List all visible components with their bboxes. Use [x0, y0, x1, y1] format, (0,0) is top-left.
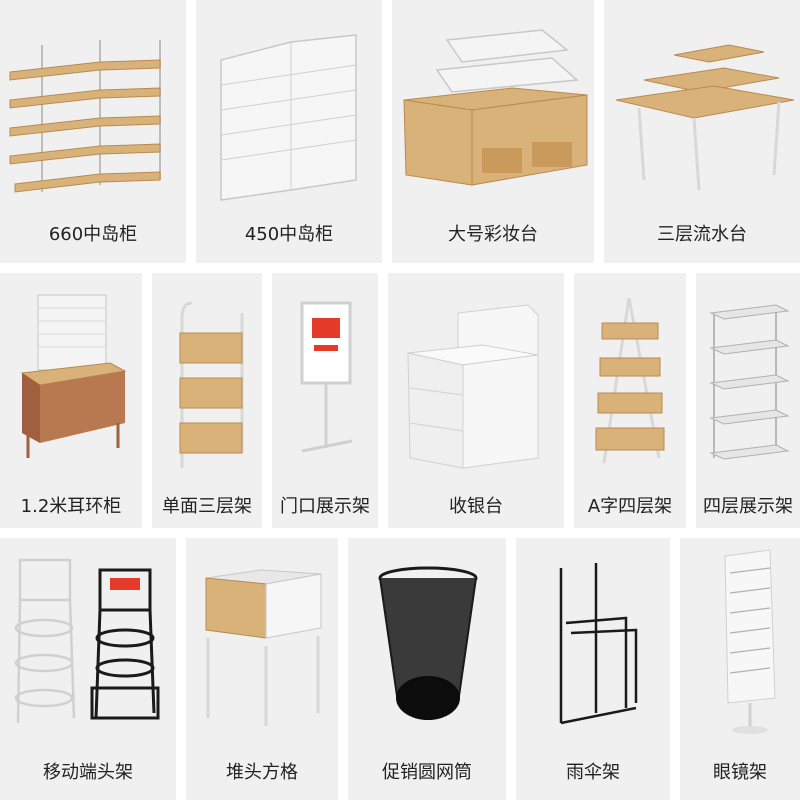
product-label: 大号彩妆台 [448, 224, 538, 245]
product-label: 660中岛柜 [48, 224, 138, 245]
product-card-stack-grid[interactable]: 堆头方格 [186, 538, 338, 800]
product-label: 促销圆网筒 [382, 762, 472, 783]
product-card-door-display[interactable]: 门口展示架 [272, 273, 378, 528]
product-label: 单面三层架 [162, 496, 252, 517]
product-label: 1.2米耳环柜 [20, 496, 122, 517]
product-label: 雨伞架 [566, 762, 620, 783]
product-label: 四层展示架 [703, 496, 793, 517]
earring-cabinet-icon [20, 294, 127, 458]
product-card-glasses[interactable]: 眼镜架 [680, 538, 800, 800]
vanity-table-icon [403, 29, 588, 186]
rack-icon [220, 34, 357, 201]
product-label: 移动端头架 [43, 762, 133, 783]
product-card-umbrella[interactable]: 雨伞架 [516, 538, 670, 800]
wire-shelf-icon [709, 304, 790, 460]
product-card-660-island[interactable]: 660中岛柜 [0, 0, 186, 263]
product-card-vanity[interactable]: 大号彩妆台 [392, 0, 594, 263]
sign-stand-icon [300, 301, 353, 453]
product-label: A字四层架 [587, 496, 673, 517]
product-card-earring-cabinet[interactable]: 1.2米耳环柜 [0, 273, 142, 528]
product-label: 眼镜架 [713, 762, 767, 783]
product-card-four-tier[interactable]: 四层展示架 [696, 273, 800, 528]
product-card-single-three-tier[interactable]: 单面三层架 [152, 273, 262, 528]
shelf-icon [9, 40, 161, 193]
round-mesh-bin-icon [378, 566, 478, 720]
product-card-a-frame[interactable]: A字四层架 [574, 273, 686, 528]
product-card-three-tier-table[interactable]: 三层流水台 [604, 0, 800, 263]
tiered-table-icon [615, 44, 795, 191]
product-label: 收银台 [449, 496, 503, 517]
product-label: 450中岛柜 [244, 224, 334, 245]
product-card-round-mesh[interactable]: 促销圆网筒 [348, 538, 506, 800]
glasses-stand-icon [724, 549, 776, 734]
product-card-cashier[interactable]: 收银台 [388, 273, 564, 528]
umbrella-rack-icon [559, 563, 638, 725]
basket-rack-icon [179, 301, 244, 468]
product-label: 堆头方格 [226, 762, 298, 783]
product-card-450-island[interactable]: 450中岛柜 [196, 0, 382, 263]
mobile-rack-icon [14, 558, 160, 724]
product-label: 门口展示架 [280, 496, 370, 517]
a-frame-rack-icon [595, 297, 665, 464]
product-label: 三层流水台 [657, 224, 747, 245]
cashier-counter-icon [407, 304, 539, 469]
product-card-mobile-end[interactable]: 移动端头架 [0, 538, 176, 800]
grid-bin-icon [205, 569, 322, 726]
